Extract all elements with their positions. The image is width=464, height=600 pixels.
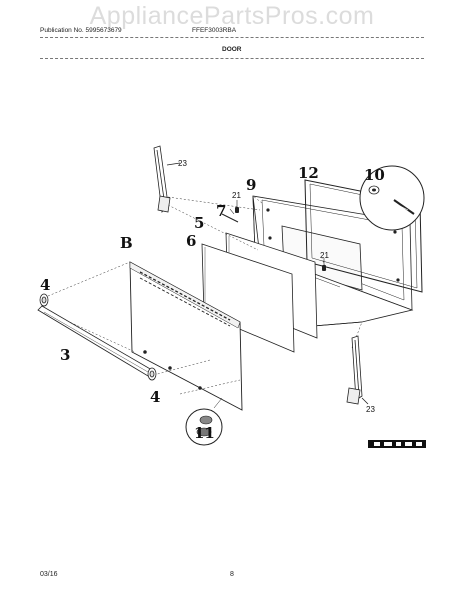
callout-screw-bolt: 7 [216, 202, 226, 220]
hinge-top [153, 145, 181, 214]
handle-end-cap-left [39, 293, 49, 307]
outer-door-panel [129, 261, 243, 411]
callout-handle: 3 [60, 346, 70, 364]
diagram-id-badge [368, 440, 426, 448]
outer-glass-panel [201, 243, 295, 353]
publication-number: Publication No. 5995673679 [40, 27, 122, 34]
callout-screws-bottom: 11 [194, 424, 215, 442]
callout-glass-inner: 6 [186, 232, 196, 250]
section-divider [40, 58, 424, 59]
footer-page-number: 8 [230, 571, 234, 578]
section-title: DOOR [222, 46, 242, 53]
callout-handle-end-right: 4 [150, 388, 160, 406]
callout-screw-mid: 21 [320, 251, 329, 260]
watermark-text: AppliancePartsPros.com [89, 2, 375, 30]
callout-door-gasket: 12 [298, 164, 319, 182]
callout-glass-panel: 5 [194, 214, 204, 232]
footer-date: 03/16 [40, 571, 58, 578]
screw-mid [322, 258, 326, 271]
callout-hinge-top: 23 [178, 159, 187, 168]
callout-screw-pack: 10 [364, 166, 385, 184]
screw-bolt [221, 208, 239, 223]
screw-pack-detail [359, 165, 425, 231]
callout-inner-door: 9 [246, 176, 256, 194]
model-number: FFEF3003RBA [192, 27, 237, 34]
bottom-screws-detail [185, 397, 223, 446]
callout-outer-door: B [120, 234, 133, 252]
hinge-bottom [346, 335, 369, 405]
screw-top [235, 200, 239, 213]
handle-end-cap-right [147, 367, 157, 381]
callout-hinge-bottom: 23 [366, 405, 375, 414]
header-divider [40, 37, 424, 38]
callout-handle-end-left: 4 [40, 276, 50, 294]
callout-screw-top: 21 [232, 191, 241, 200]
